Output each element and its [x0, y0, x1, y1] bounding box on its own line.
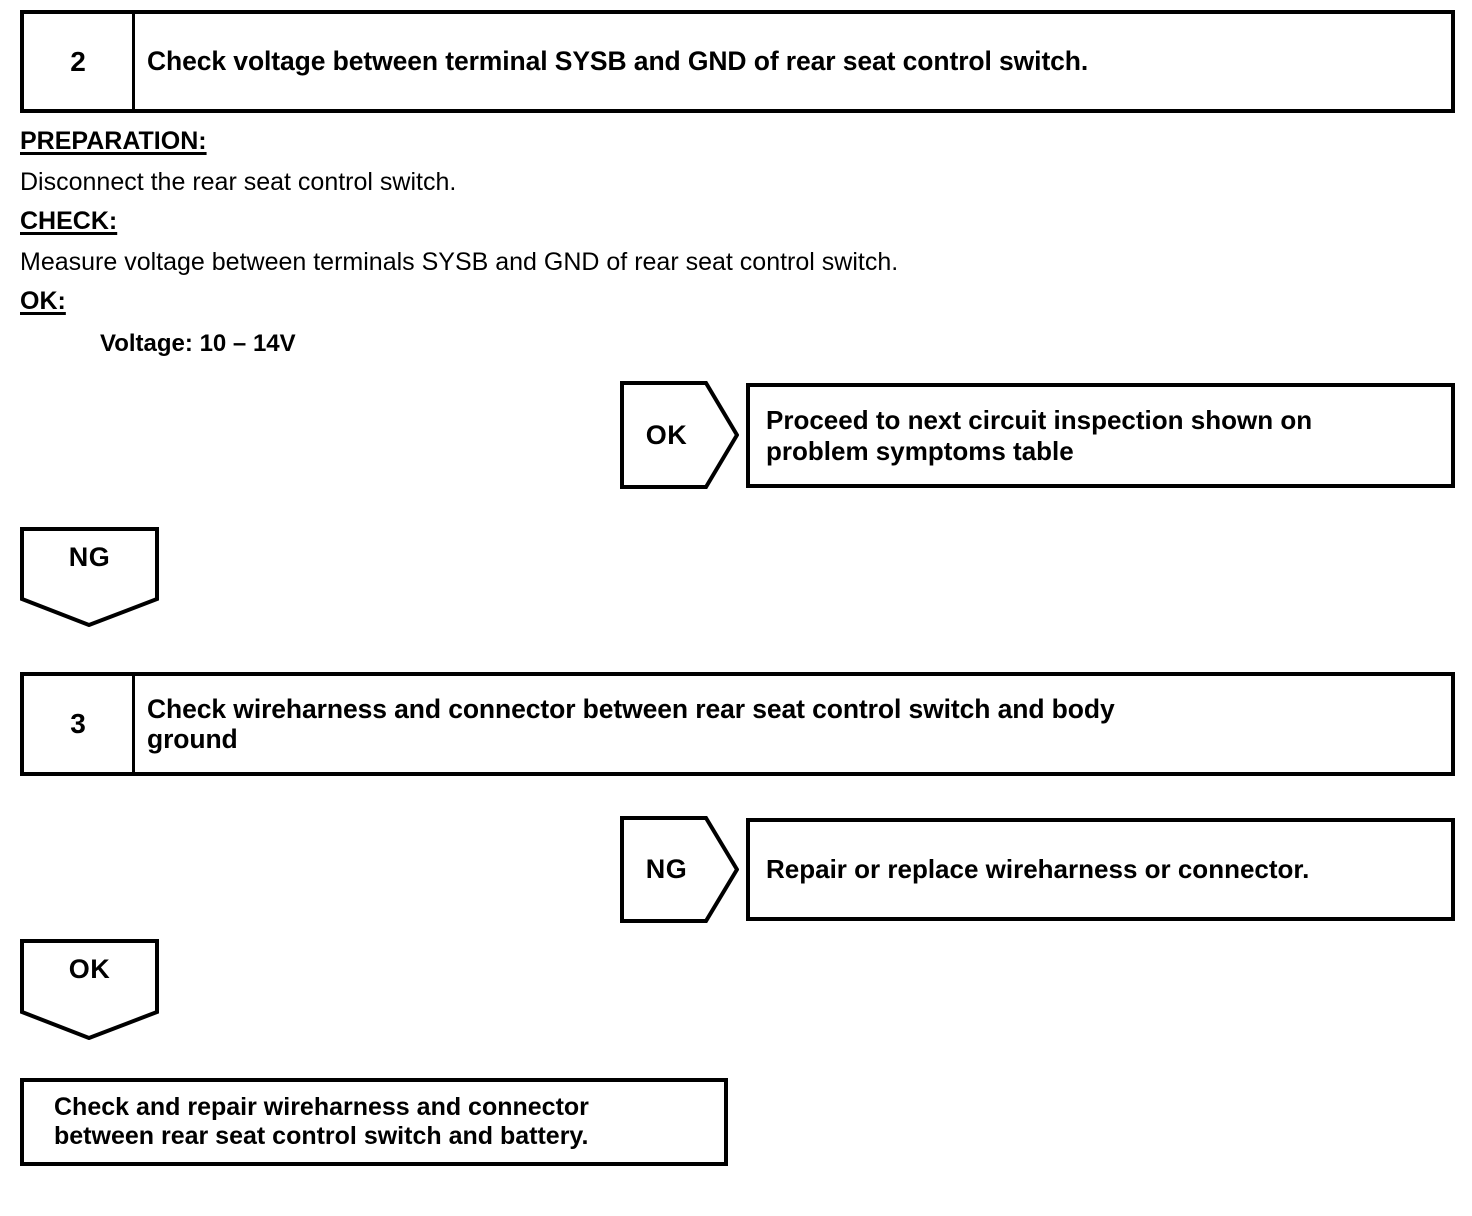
branch-tag-ok-step3: OK	[20, 939, 159, 1040]
branch-tag-ok-step2: OK	[620, 381, 739, 489]
preparation-label: PREPARATION:	[20, 127, 207, 155]
step-title-3: Check wireharness and connector between …	[135, 676, 1451, 772]
final-action-text: Check and repair wireharness and connect…	[24, 1093, 589, 1152]
result-text-repair-replace: Repair or replace wireharness or connect…	[766, 854, 1310, 885]
step-number-3: 3	[24, 676, 135, 772]
final-action-box: Check and repair wireharness and connect…	[20, 1078, 728, 1166]
step-box-2: 2 Check voltage between terminal SYSB an…	[20, 10, 1455, 113]
step-title-3-line-1: Check wireharness and connector between …	[147, 693, 1115, 724]
check-text: Measure voltage between terminals SYSB a…	[20, 248, 899, 276]
result-box-proceed-next-inspection: Proceed to next circuit inspection shown…	[746, 383, 1455, 488]
result-line-2: problem symptoms table	[766, 435, 1074, 466]
check-label: CHECK:	[20, 207, 118, 235]
branch-tag-ng-step2-label: NG	[68, 541, 111, 572]
final-action-line-2: between rear seat control switch and bat…	[54, 1122, 589, 1150]
branch-tag-ok-step2-label: OK	[645, 419, 688, 450]
branch-tag-ok-step3-label: OK	[68, 954, 111, 984]
step-title-3-line-2: ground	[147, 724, 238, 754]
branch-tag-ng-step3-label: NG	[645, 854, 688, 884]
step-title-2: Check voltage between terminal SYSB and …	[147, 46, 1089, 77]
ok-spec-value: Voltage: 10 – 14V	[100, 330, 296, 357]
branch-tag-ng-step3: NG	[620, 816, 739, 923]
branch-tag-ng-step2: NG	[20, 527, 159, 627]
final-action-line-1: Check and repair wireharness and connect…	[54, 1092, 589, 1121]
ok-label: OK:	[20, 287, 66, 315]
result-text-proceed: Proceed to next circuit inspection shown…	[750, 405, 1451, 465]
result-box-repair-replace: Repair or replace wireharness or connect…	[746, 818, 1455, 921]
step-box-3: 3 Check wireharness and connector betwee…	[20, 672, 1455, 776]
result-line-1: Proceed to next circuit inspection shown…	[766, 405, 1313, 436]
step-number-2: 2	[24, 14, 135, 109]
preparation-text: Disconnect the rear seat control switch.	[20, 168, 457, 196]
